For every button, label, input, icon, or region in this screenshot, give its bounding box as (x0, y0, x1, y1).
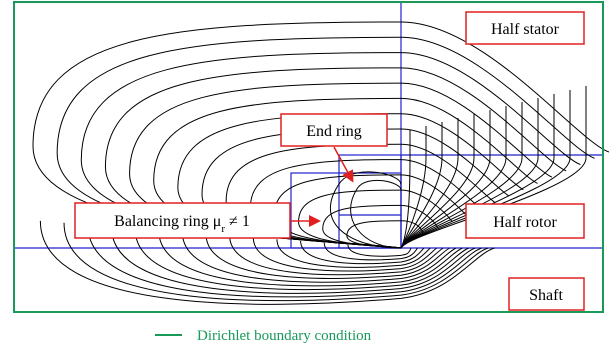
end-ring-arrow (333, 146, 354, 183)
flux-contour-rotor (400, 130, 411, 249)
flux-contour-lower (276, 239, 431, 268)
flux-contour-lower (39, 220, 495, 305)
flux-lines (32, 21, 609, 305)
dirichlet-boundary-frame (13, 1, 604, 313)
flux-contour-lower (181, 231, 457, 283)
half-stator-label: Half stator (465, 11, 585, 45)
flux-contour-lower (252, 237, 438, 272)
shaft-text: Shaft (529, 287, 563, 304)
flux-contour-lower (323, 242, 418, 261)
end-ring-label: End ring (280, 113, 388, 147)
flux-contour-end-ring (350, 179, 402, 249)
balancing-ring-outline (290, 172, 402, 249)
flux-contour-lower (110, 226, 476, 294)
flux-contour-rotor (400, 126, 427, 249)
flux-contour-lower (229, 235, 444, 276)
end-ring-text: End ring (306, 123, 362, 140)
half-stator-text: Half stator (491, 21, 560, 38)
shaft-label: Shaft (508, 277, 585, 311)
half-rotor-label: Half rotor (465, 203, 585, 239)
end-ring-outline (338, 154, 402, 249)
flux-contour-lower (158, 230, 463, 287)
flux-contour-lower (300, 241, 425, 265)
flux-contour-lower (134, 228, 470, 291)
half-rotor-text: Half rotor (493, 214, 557, 231)
flux-contour-rotor (400, 114, 475, 249)
flux-contour-rotor (400, 118, 459, 249)
flux-contour-lower (205, 233, 450, 279)
flux-contour-lower (347, 244, 412, 257)
legend: Dirichlet boundary condition (155, 328, 372, 344)
flux-contour-upper (322, 204, 439, 249)
legend-text: Dirichlet boundary condition (197, 328, 372, 344)
flux-contour-lower (87, 224, 482, 298)
flux-contour-upper (298, 189, 453, 249)
flux-contour-lower (63, 222, 489, 302)
flux-contour-rotor (400, 122, 443, 249)
flux-contour-end-ring (329, 171, 402, 249)
balancing-ring-label: Balancing ring μr ≠ 1 (74, 202, 291, 239)
balancing-ring-text: Balancing ring μr ≠ 1 (114, 213, 250, 235)
